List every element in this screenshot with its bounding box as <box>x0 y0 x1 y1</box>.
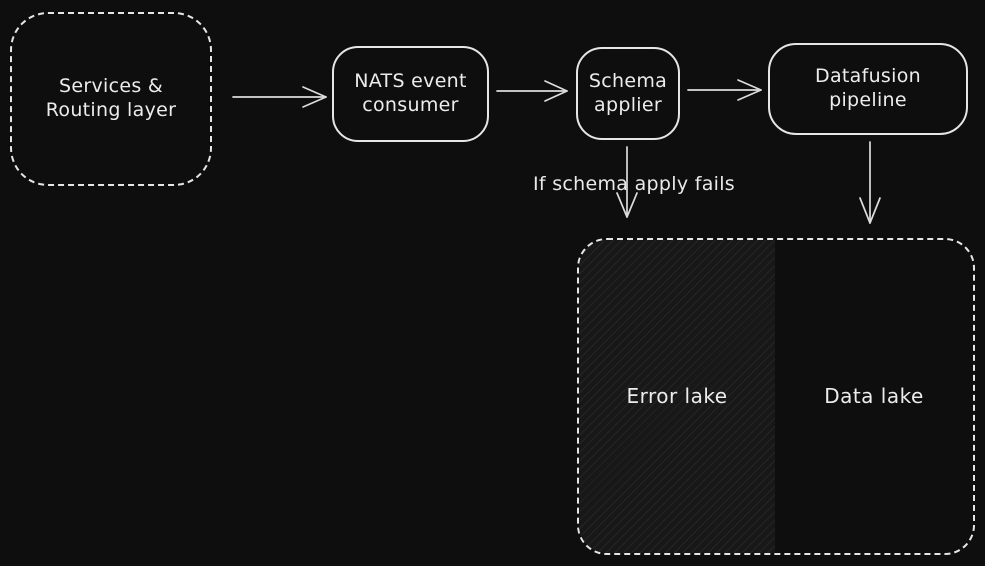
error-lake-label: Error lake <box>626 384 728 408</box>
node-schema-applier[interactable]: Schema applier <box>576 47 680 140</box>
data-lake-region[interactable]: Data lake <box>775 240 973 553</box>
data-lake-label: Data lake <box>824 384 924 408</box>
arrow-datafusion-to-data-lake[interactable] <box>859 141 881 224</box>
error-lake-region[interactable]: Error lake <box>579 240 775 553</box>
services-routing-layer-label: Services & Routing layer <box>45 75 177 121</box>
node-nats-event-consumer[interactable]: NATS event consumer <box>332 46 489 142</box>
nats-event-consumer-label: NATS event consumer <box>354 70 467 116</box>
schema-fail-annotation[interactable]: If schema apply fails <box>532 173 735 195</box>
datafusion-pipeline-label: Datafusion pipeline <box>815 65 921 111</box>
arrow-services-to-nats[interactable] <box>232 86 327 108</box>
node-services-routing-layer[interactable]: Services & Routing layer <box>10 12 212 186</box>
arrow-schema-to-datafusion[interactable] <box>687 79 762 101</box>
lakes-container[interactable]: Error lake Data lake <box>577 238 975 555</box>
schema-applier-label: Schema applier <box>588 69 668 116</box>
arrow-nats-to-schema[interactable] <box>496 80 568 102</box>
node-datafusion-pipeline[interactable]: Datafusion pipeline <box>768 43 968 135</box>
